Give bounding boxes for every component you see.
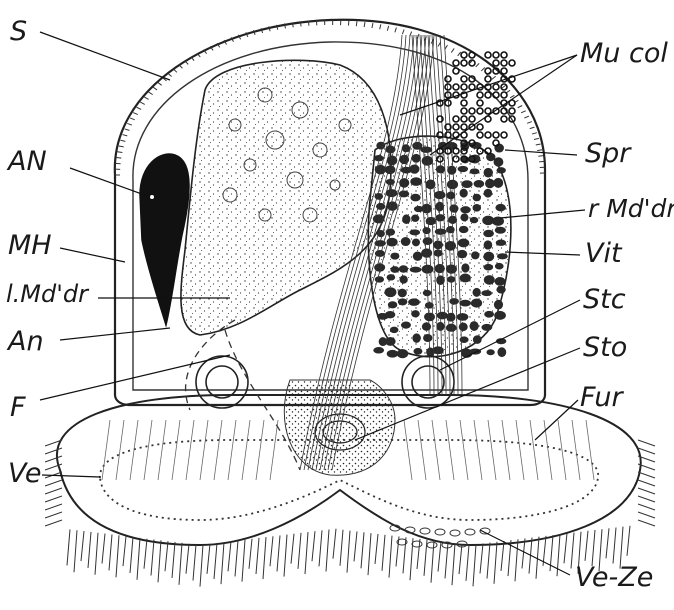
- label-mu-col: Mu col: [580, 40, 668, 67]
- label-ve: Ve: [8, 460, 42, 487]
- label-sto: Sto: [583, 334, 627, 361]
- label-fur: Fur: [580, 384, 623, 411]
- label-ve-ze: Ve-Ze: [575, 564, 653, 591]
- left-midgut-gland: [181, 60, 391, 335]
- label-f: F: [10, 394, 26, 421]
- label-an: An: [8, 328, 44, 355]
- label-s: S: [10, 18, 27, 45]
- label-mh: MH: [8, 232, 52, 259]
- label-an-kidney: AN: [8, 148, 47, 175]
- label-stc: Stc: [583, 286, 626, 313]
- label-l-mddr: l.Md'dr: [6, 282, 88, 306]
- label-vit: Vit: [585, 240, 622, 267]
- label-r-mddr: r Md'dr: [588, 196, 674, 221]
- label-spr: Spr: [585, 140, 630, 167]
